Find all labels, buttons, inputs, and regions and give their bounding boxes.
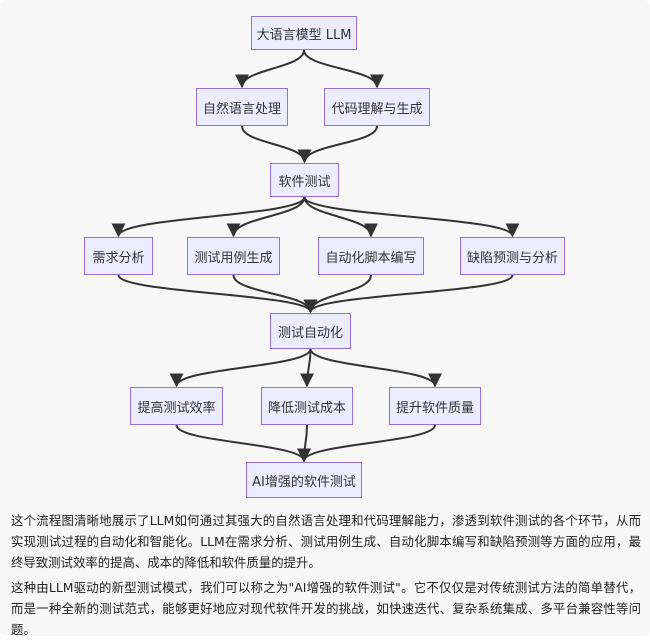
- edge-nlp-to-testing: [241, 125, 312, 164]
- node-ai: AI增强的软件测试: [246, 462, 362, 498]
- node-case: 测试用例生成: [187, 237, 280, 275]
- node-llm: 大语言模型 LLM: [251, 16, 357, 50]
- edge-quality-to-ai: [297, 424, 436, 463]
- node-cost: 降低测试成本: [261, 387, 353, 425]
- node-req: 需求分析: [84, 237, 153, 275]
- node-testing: 软件测试: [270, 163, 339, 197]
- paragraph-2: 这种由LLM驱动的新型测试模式，我们可以称之为"AI增强的软件测试"。它不仅仅是…: [11, 580, 641, 637]
- node-code: 代码理解与生成: [324, 88, 430, 126]
- paragraph-1: 这个流程图清晰地展示了LLM如何通过其强大的自然语言处理和代码理解能力，渗透到软…: [11, 513, 641, 570]
- node-auto: 测试自动化: [270, 313, 351, 349]
- node-quality: 提升软件质量: [389, 387, 481, 425]
- edge-eff-to-ai: [175, 424, 311, 463]
- node-defect: 缺陷预测与分析: [460, 237, 565, 275]
- edge-testing-to-defect: [303, 196, 520, 238]
- edge-code-to-testing: [297, 125, 378, 164]
- node-nlp: 自然语言处理: [196, 88, 288, 126]
- edge-llm-to-code: [303, 49, 384, 89]
- edge-testing-to-req: [111, 196, 306, 238]
- edge-auto-to-cost: [300, 348, 315, 388]
- edge-testing-to-script: [303, 196, 378, 238]
- edge-auto-to-eff: [169, 348, 312, 388]
- node-script: 自动化脚本编写: [318, 237, 424, 275]
- flow-edges: [111, 49, 520, 463]
- edge-defect-to-auto: [303, 274, 514, 314]
- edge-case-to-auto: [232, 274, 318, 314]
- edge-cost-to-ai: [297, 424, 312, 463]
- edge-req-to-auto: [117, 274, 318, 314]
- edge-testing-to-case: [226, 196, 306, 238]
- edge-auto-to-quality: [309, 348, 442, 388]
- edge-llm-to-nlp: [235, 49, 305, 89]
- node-eff: 提高测试效率: [130, 387, 223, 425]
